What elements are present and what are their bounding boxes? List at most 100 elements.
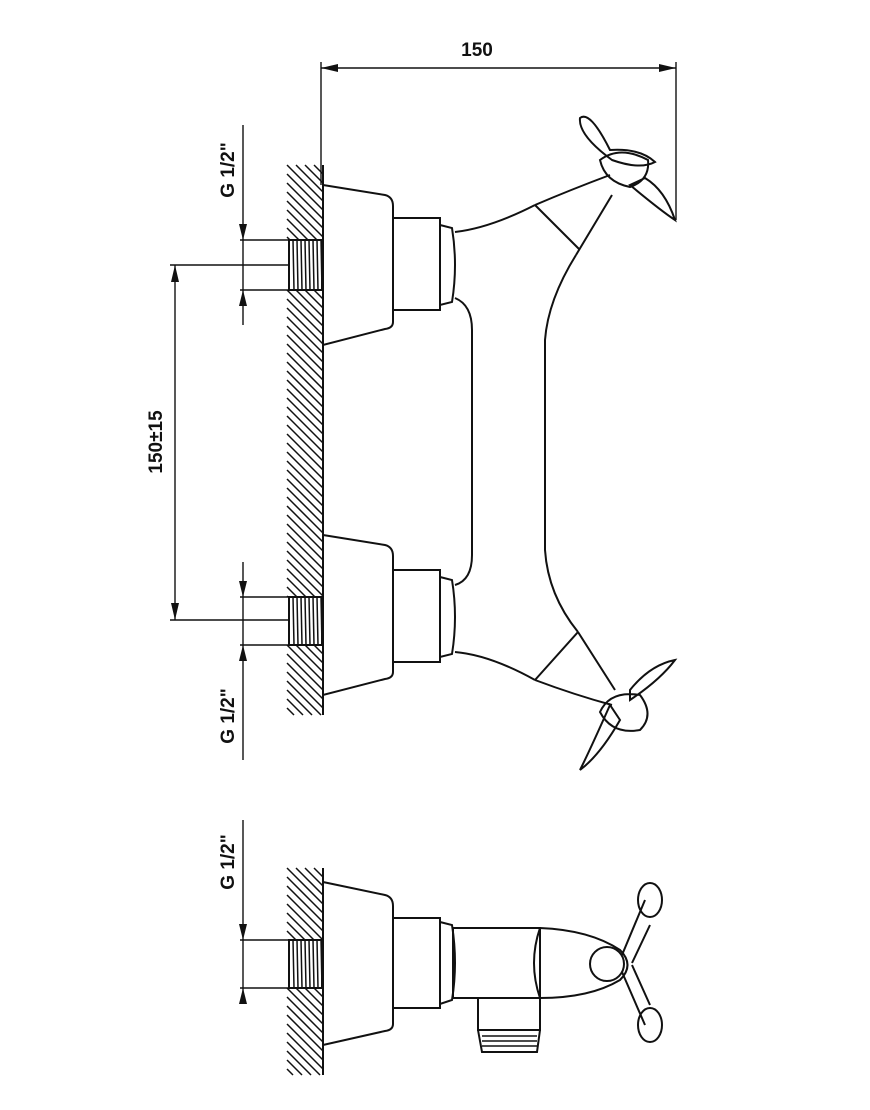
mixer-side-view bbox=[322, 880, 663, 1053]
thread-line bbox=[308, 596, 311, 646]
arrowheads bbox=[239, 924, 247, 1004]
hatch-line bbox=[286, 200, 324, 238]
hatch-line bbox=[286, 577, 307, 598]
outlet-side bbox=[477, 998, 541, 1053]
hatch-line bbox=[286, 912, 315, 941]
hatch-line bbox=[286, 415, 324, 453]
dimension-thread-top: G 1/2" bbox=[218, 125, 289, 325]
hatch-line bbox=[304, 164, 324, 184]
hatch-line bbox=[286, 662, 324, 700]
hatch-line bbox=[295, 867, 324, 896]
thread-line bbox=[312, 596, 315, 646]
hatch-line bbox=[286, 867, 324, 905]
hatch-line bbox=[286, 316, 324, 354]
hatch-line bbox=[286, 334, 324, 372]
thread-line bbox=[320, 939, 323, 989]
thread-line bbox=[308, 239, 311, 291]
thread-line bbox=[292, 596, 295, 646]
hatch-line bbox=[286, 921, 306, 941]
handle-lobe-top bbox=[637, 882, 663, 918]
thread-line bbox=[304, 239, 307, 291]
thread-bottom-label: G 1/2" bbox=[218, 834, 239, 889]
thread-top-label: G 1/2" bbox=[218, 142, 239, 197]
hatch-line bbox=[286, 406, 324, 444]
thread-line bbox=[320, 596, 323, 646]
hatch-line bbox=[286, 307, 324, 345]
sleeve-lower bbox=[534, 631, 616, 706]
thread-line bbox=[296, 939, 299, 989]
hatch-line bbox=[295, 289, 324, 318]
cross-handle-upper bbox=[578, 115, 677, 223]
hatch-line bbox=[286, 397, 324, 435]
hatch-line bbox=[286, 532, 324, 570]
thread-line bbox=[300, 939, 303, 989]
dimension-center-distance: 150±15 bbox=[146, 264, 289, 621]
hatch-line bbox=[286, 451, 324, 489]
thread-line bbox=[316, 939, 319, 989]
hatch-line bbox=[286, 523, 324, 561]
hatch-line bbox=[313, 987, 324, 998]
connector-lower bbox=[392, 569, 441, 663]
thread-line bbox=[312, 239, 315, 291]
hatch-line bbox=[286, 707, 295, 716]
hatch-line bbox=[286, 876, 324, 914]
arrowheads bbox=[239, 581, 247, 661]
hatch-line bbox=[286, 1041, 321, 1076]
hatch-line bbox=[286, 1050, 312, 1076]
thread-middle-label: G 1/2" bbox=[218, 688, 239, 743]
escutcheon-lower bbox=[322, 533, 394, 697]
hatch-line bbox=[286, 182, 324, 220]
hatch-line bbox=[286, 1059, 303, 1076]
body-bottom-arm bbox=[454, 651, 536, 681]
hatch-line bbox=[286, 1005, 324, 1043]
connector-upper bbox=[392, 217, 441, 311]
hatch-line bbox=[286, 298, 324, 336]
hatch-line bbox=[286, 930, 297, 941]
body-right-edge bbox=[544, 254, 579, 633]
hatch-line bbox=[286, 1023, 324, 1061]
escutcheon-side bbox=[322, 880, 394, 1047]
thread-line bbox=[292, 939, 295, 989]
hatch-line bbox=[304, 289, 324, 309]
hatch-line bbox=[286, 541, 324, 579]
thread-line bbox=[300, 596, 303, 646]
hatch-line bbox=[286, 487, 324, 525]
hatch-line bbox=[286, 460, 324, 498]
hatch-line bbox=[286, 352, 324, 390]
dimension-thread-bottom: G 1/2" bbox=[218, 820, 289, 1004]
hatch-line bbox=[286, 370, 324, 408]
hatch-line bbox=[286, 996, 324, 1034]
thread-line bbox=[292, 239, 295, 291]
hatch-line bbox=[286, 1032, 324, 1070]
hatch-line bbox=[286, 173, 324, 211]
cross-handle-lower bbox=[579, 658, 678, 771]
hatch-line bbox=[286, 885, 324, 923]
hatch-line bbox=[286, 1068, 294, 1076]
hatch-line bbox=[286, 433, 324, 471]
hatch-line bbox=[313, 867, 324, 878]
hatch-line bbox=[313, 289, 324, 300]
hatch-line bbox=[286, 680, 322, 716]
hatch-line bbox=[286, 191, 324, 229]
hatch-line bbox=[286, 689, 313, 716]
hatch-line bbox=[286, 478, 324, 516]
hatch-line bbox=[313, 644, 324, 655]
center-distance-label: 150±15 bbox=[146, 410, 167, 474]
handle-hub bbox=[589, 946, 625, 982]
hatch-line bbox=[286, 209, 318, 241]
escutcheon-upper bbox=[322, 183, 394, 347]
sleeve-upper bbox=[534, 174, 613, 256]
hatch-line bbox=[286, 164, 324, 202]
hatch-line bbox=[286, 442, 324, 480]
dimension-thread-middle: G 1/2" bbox=[218, 562, 289, 760]
hatch-line bbox=[286, 379, 324, 417]
hatch-line bbox=[304, 644, 324, 664]
thread-line bbox=[304, 939, 307, 989]
thread-line bbox=[296, 239, 299, 291]
nut-lower bbox=[439, 575, 456, 659]
thread-line bbox=[316, 596, 319, 646]
hatch-line bbox=[295, 644, 324, 673]
hatch-line bbox=[286, 218, 309, 241]
hatch-line bbox=[304, 867, 324, 887]
